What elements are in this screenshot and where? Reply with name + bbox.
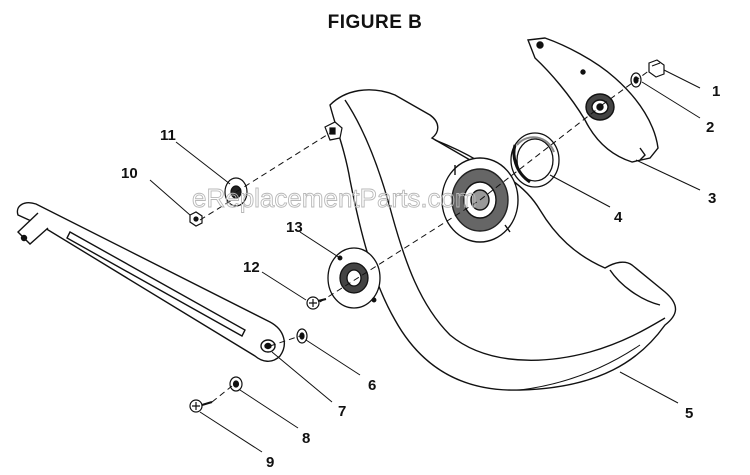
callout-8[interactable]: 8	[302, 430, 310, 447]
callout-11[interactable]: 11	[160, 127, 176, 144]
figure-title: FIGURE B	[327, 12, 423, 33]
part-10-nut[interactable]	[189, 211, 203, 227]
part-9-screw[interactable]	[189, 399, 213, 413]
callout-13[interactable]: 13	[286, 219, 303, 236]
callout-4[interactable]: 4	[614, 209, 623, 226]
callout-6[interactable]: 6	[368, 377, 376, 394]
callout-1[interactable]: 1	[712, 83, 720, 100]
callout-9[interactable]: 9	[266, 454, 274, 471]
callouts: 1 2 3 4 5 6 7 8 9 10 11 12 13	[121, 83, 720, 471]
callout-7[interactable]: 7	[338, 403, 346, 420]
part-7-link-arm[interactable]	[16, 202, 286, 362]
part-1-nut[interactable]	[648, 59, 665, 78]
leader-lines	[149, 69, 701, 453]
assembly-lines	[199, 69, 651, 403]
part-4-bearing-ring[interactable]	[510, 132, 560, 188]
callout-3[interactable]: 3	[708, 190, 716, 207]
part-12-screw[interactable]	[306, 296, 327, 310]
callout-10[interactable]: 10	[121, 165, 138, 182]
callout-5[interactable]: 5	[685, 405, 693, 422]
part-13-bracket-plate[interactable]	[327, 247, 381, 309]
part-8-washer[interactable]	[229, 376, 243, 392]
callout-12[interactable]: 12	[243, 259, 260, 276]
callout-2[interactable]: 2	[706, 119, 714, 136]
watermark-text: eReplacementParts.com	[192, 183, 477, 213]
